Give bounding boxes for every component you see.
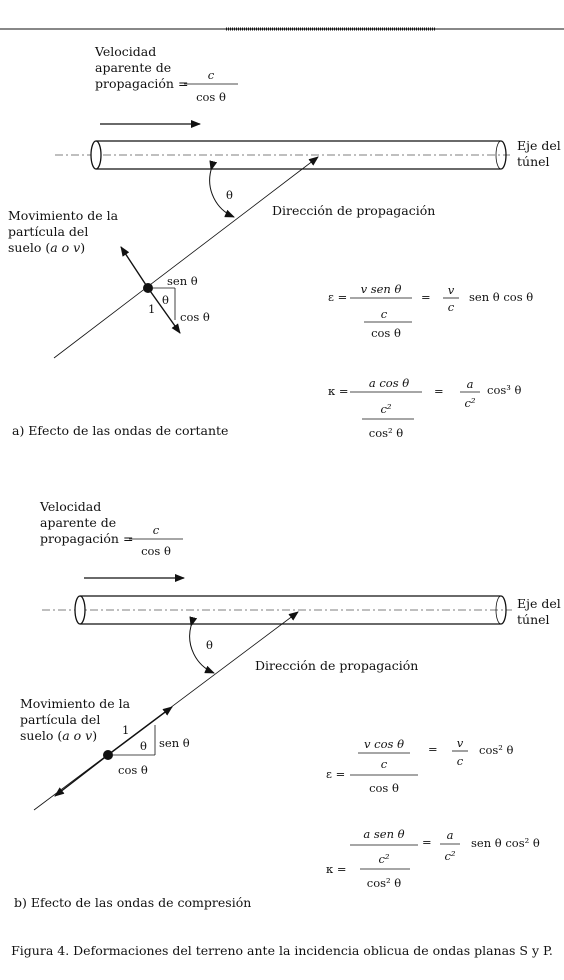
tunnel-right-end [500, 595, 507, 625]
direction-label: Dirección de propagación [272, 203, 435, 218]
kap-num1: a cos θ [369, 376, 409, 390]
theta-arc [209, 160, 235, 218]
kap-num1: a sen θ [363, 827, 404, 841]
tunnel-left-end [90, 140, 102, 170]
motion-label-line2: partícula del [20, 712, 100, 727]
eps-den2: cos θ [371, 326, 401, 340]
kap-den1: c² [378, 852, 389, 866]
kap-equals: = [422, 835, 432, 849]
particle-motion-arrow-down [147, 287, 181, 334]
particle-motion-arrow-forward [107, 706, 173, 756]
eps-num1: v cos θ [364, 737, 404, 751]
kap-num3: a [467, 377, 474, 391]
eps-den3: c [448, 300, 455, 314]
kap-equals: = [434, 384, 444, 398]
one-label: 1 [148, 302, 155, 316]
motion-vars: a o v [62, 728, 92, 743]
eps-num3: v [457, 736, 464, 750]
particle-dot [103, 750, 113, 760]
cos-label: cos θ [180, 310, 210, 324]
motion-label-line3: suelo (a o v) [20, 728, 97, 743]
velocity-denominator: cos θ [141, 544, 171, 558]
theta-label: θ [206, 638, 213, 652]
velocity-denominator: cos θ [196, 90, 226, 104]
theta-small-label: θ [140, 739, 147, 753]
eps-num3: v [448, 283, 455, 297]
velocity-numerator: c [208, 68, 215, 82]
kap-den1: c² [380, 402, 391, 416]
figure-caption: Figura 4. Deformaciones del terreno ante… [11, 943, 553, 958]
tunnel-left-end [74, 595, 86, 625]
motion-label-line2: partícula del [8, 224, 88, 239]
sen-label: sen θ [167, 274, 198, 288]
eps-tail: sen θ cos θ [469, 290, 533, 304]
motion-label-prefix: suelo ( [8, 240, 50, 255]
tunnel-right-end-inner [495, 140, 502, 170]
kap-num3: a [447, 828, 454, 842]
direction-label: Dirección de propagación [255, 658, 418, 673]
axis-label-line2: túnel [517, 154, 550, 169]
wave-direction-line [53, 156, 319, 359]
eps-tail: cos² θ [479, 743, 514, 757]
axis-label-line1: Eje del [517, 138, 561, 153]
kap-symbol: κ = [326, 862, 346, 876]
eps-num1-text: v sen θ [361, 282, 402, 296]
kap-den3: c² [464, 396, 475, 410]
velocity-label-line3: propagación = [95, 76, 188, 91]
sen-label: sen θ [159, 736, 190, 750]
cos-label: cos θ [118, 763, 148, 777]
eps-num1: v sen θ [361, 282, 402, 296]
panel-b-caption: b) Efecto de las ondas de compresión [14, 895, 251, 910]
eps-equals: = [428, 742, 438, 756]
one-label: 1 [122, 723, 129, 737]
velocity-label-line3: propagación = [40, 531, 133, 546]
motion-label-prefix: suelo ( [20, 728, 62, 743]
panel-a-caption: a) Efecto de las ondas de cortante [12, 423, 228, 438]
velocity-label-line1: Velocidad [39, 499, 101, 514]
eps-den3: c [457, 754, 464, 768]
axis-label-line1: Eje del [517, 596, 561, 611]
kap-den2: cos² θ [367, 876, 402, 890]
eps-den1: c [381, 757, 388, 771]
velocity-label-line1: Velocidad [94, 44, 156, 59]
motion-close: ) [92, 728, 97, 743]
motion-close: ) [80, 240, 85, 255]
axis-label-line2: túnel [517, 612, 550, 627]
velocity-label-line2: aparente de [40, 515, 116, 530]
tunnel-right-end-inner [495, 595, 502, 625]
motion-label-line1: Movimiento de la [8, 208, 119, 223]
motion-label-line1: Movimiento de la [20, 696, 131, 711]
theta-small-label: θ [162, 293, 169, 307]
particle-dot [143, 283, 153, 293]
eps-symbol: ε = [326, 767, 345, 781]
panel-b: Velocidad aparente de propagación = c co… [14, 499, 561, 910]
kap-tail: cos³ θ [487, 383, 522, 397]
eps-equals: = [421, 290, 431, 304]
panel-a: Velocidad aparente de propagación = c co… [8, 44, 561, 440]
particle-motion-arrow-up [120, 246, 149, 289]
velocity-numerator: c [153, 523, 160, 537]
theta-arc [189, 616, 215, 674]
motion-label-line3: suelo (a o v) [8, 240, 85, 255]
eps-symbol: ε = [328, 290, 347, 304]
tunnel-right-end [500, 140, 507, 170]
motion-vars: a o v [50, 240, 80, 255]
kap-tail: sen θ cos² θ [471, 836, 540, 850]
eps-den2: cos θ [369, 781, 399, 795]
kap-symbol: κ = [328, 384, 348, 398]
kap-den3: c² [444, 849, 455, 863]
eps-den1: c [381, 307, 388, 321]
particle-motion-arrow-back [54, 754, 109, 797]
kap-den2: cos² θ [369, 426, 404, 440]
theta-label: θ [226, 188, 233, 202]
velocity-label-line2: aparente de [95, 60, 171, 75]
